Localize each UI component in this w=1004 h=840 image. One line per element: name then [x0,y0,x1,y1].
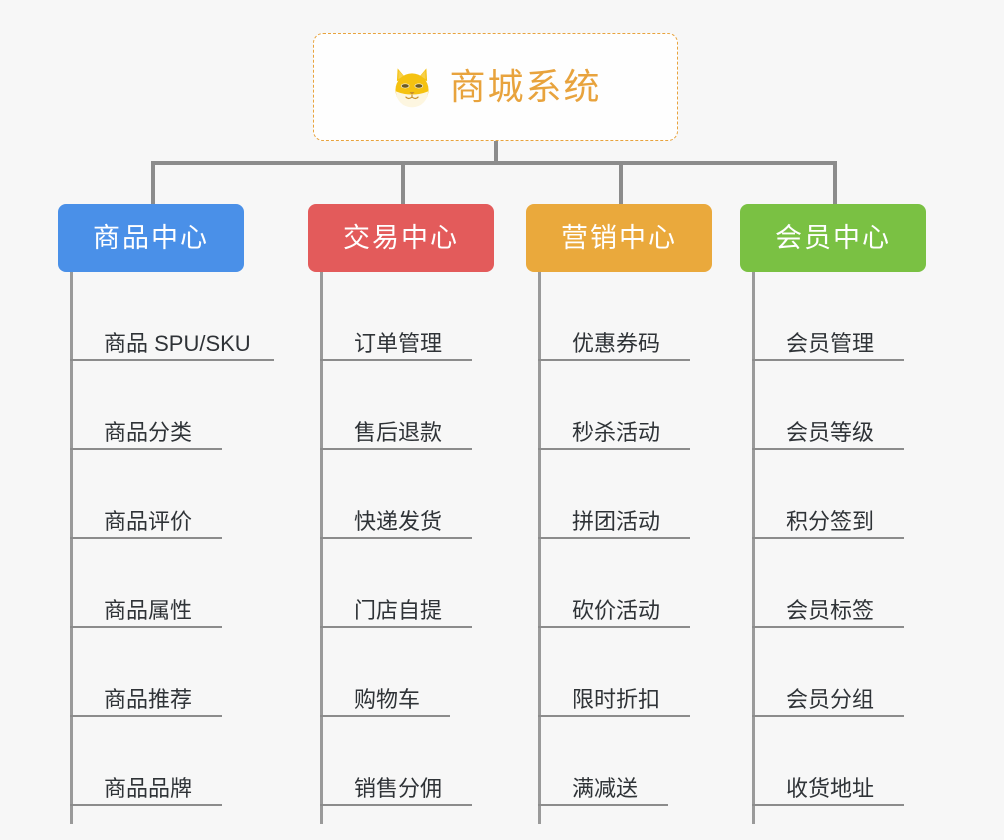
leaf-item-label: 会员管理 [786,331,875,356]
branch-spine-2 [538,272,541,824]
leaf-item-rule [752,359,904,361]
leaf-item-rule [70,715,222,717]
leaf-item-rule [70,804,222,806]
category-header-1[interactable]: 交易中心 [308,204,494,272]
leaf-item-rule [320,448,472,450]
category-header-label-3: 会员中心 [775,222,891,253]
leaf-item-label: 限时折扣 [572,687,661,712]
leaf-item-label: 门店自提 [354,598,443,623]
leaf-item-rule [320,537,472,539]
connector-horizontal [151,161,837,165]
leaf-item-rule [538,626,690,628]
category-column-1: 交易中心 [308,204,494,272]
category-header-label-2: 营销中心 [561,222,677,253]
category-column-2: 营销中心 [526,204,712,272]
leaf-item-rule [752,715,904,717]
leaf-item-rule [70,626,222,628]
leaf-item-label: 会员分组 [786,687,875,712]
leaf-item-label: 商品评价 [104,509,193,534]
connector-drop-2 [619,161,623,204]
leaf-item-label: 会员等级 [786,420,875,445]
connector-drop-0 [151,161,155,204]
leaf-item-label: 商品分类 [104,420,193,445]
connector-drop-1 [401,161,405,204]
category-column-0: 商品中心 [58,204,244,272]
leaf-item-rule [752,804,904,806]
branch-spine-1 [320,272,323,824]
leaf-item-label: 收货地址 [786,776,875,801]
leaf-item-rule [538,537,690,539]
leaf-item-rule [70,448,222,450]
leaf-item-rule [320,626,472,628]
category-header-label-1: 交易中心 [343,222,459,253]
leaf-item-label: 砍价活动 [572,598,661,623]
leaf-item-rule [70,537,222,539]
connector-stem [494,141,498,163]
category-header-3[interactable]: 会员中心 [740,204,926,272]
shiba-dog-icon [389,64,435,110]
leaf-item-label: 商品 SPU/SKU [104,331,251,356]
root-node[interactable]: 商城系统 [313,33,678,141]
leaf-item-rule [752,626,904,628]
category-column-3: 会员中心 [740,204,926,272]
leaf-item-rule [752,448,904,450]
connector-drop-3 [833,161,837,204]
root-title: 商城系统 [449,66,602,107]
leaf-item-label: 满减送 [572,776,639,801]
branch-spine-0 [70,272,73,824]
leaf-item-rule [320,359,472,361]
leaf-item-rule [538,715,690,717]
leaf-item-rule [320,804,472,806]
leaf-item-label: 商品推荐 [104,687,193,712]
category-header-0[interactable]: 商品中心 [58,204,244,272]
category-header-2[interactable]: 营销中心 [526,204,712,272]
leaf-item-label: 积分签到 [786,509,875,534]
leaf-item-rule [320,715,450,717]
leaf-item-label: 订单管理 [354,331,443,356]
leaf-item-rule [752,537,904,539]
leaf-item-label: 秒杀活动 [572,420,661,445]
category-header-label-0: 商品中心 [93,222,209,253]
leaf-item-label: 销售分佣 [354,776,443,801]
leaf-item-rule [538,804,668,806]
leaf-item-label: 商品品牌 [104,776,193,801]
leaf-item-rule [70,359,274,361]
branch-spine-3 [752,272,755,824]
leaf-item-rule [538,359,690,361]
leaf-item-label: 会员标签 [786,598,875,623]
leaf-item-label: 商品属性 [104,598,193,623]
leaf-item-label: 优惠券码 [572,331,661,356]
leaf-item-rule [538,448,690,450]
leaf-item-label: 快递发货 [354,509,443,534]
leaf-item-label: 售后退款 [354,420,443,445]
leaf-item-label: 购物车 [354,687,421,712]
leaf-item-label: 拼团活动 [572,509,661,534]
